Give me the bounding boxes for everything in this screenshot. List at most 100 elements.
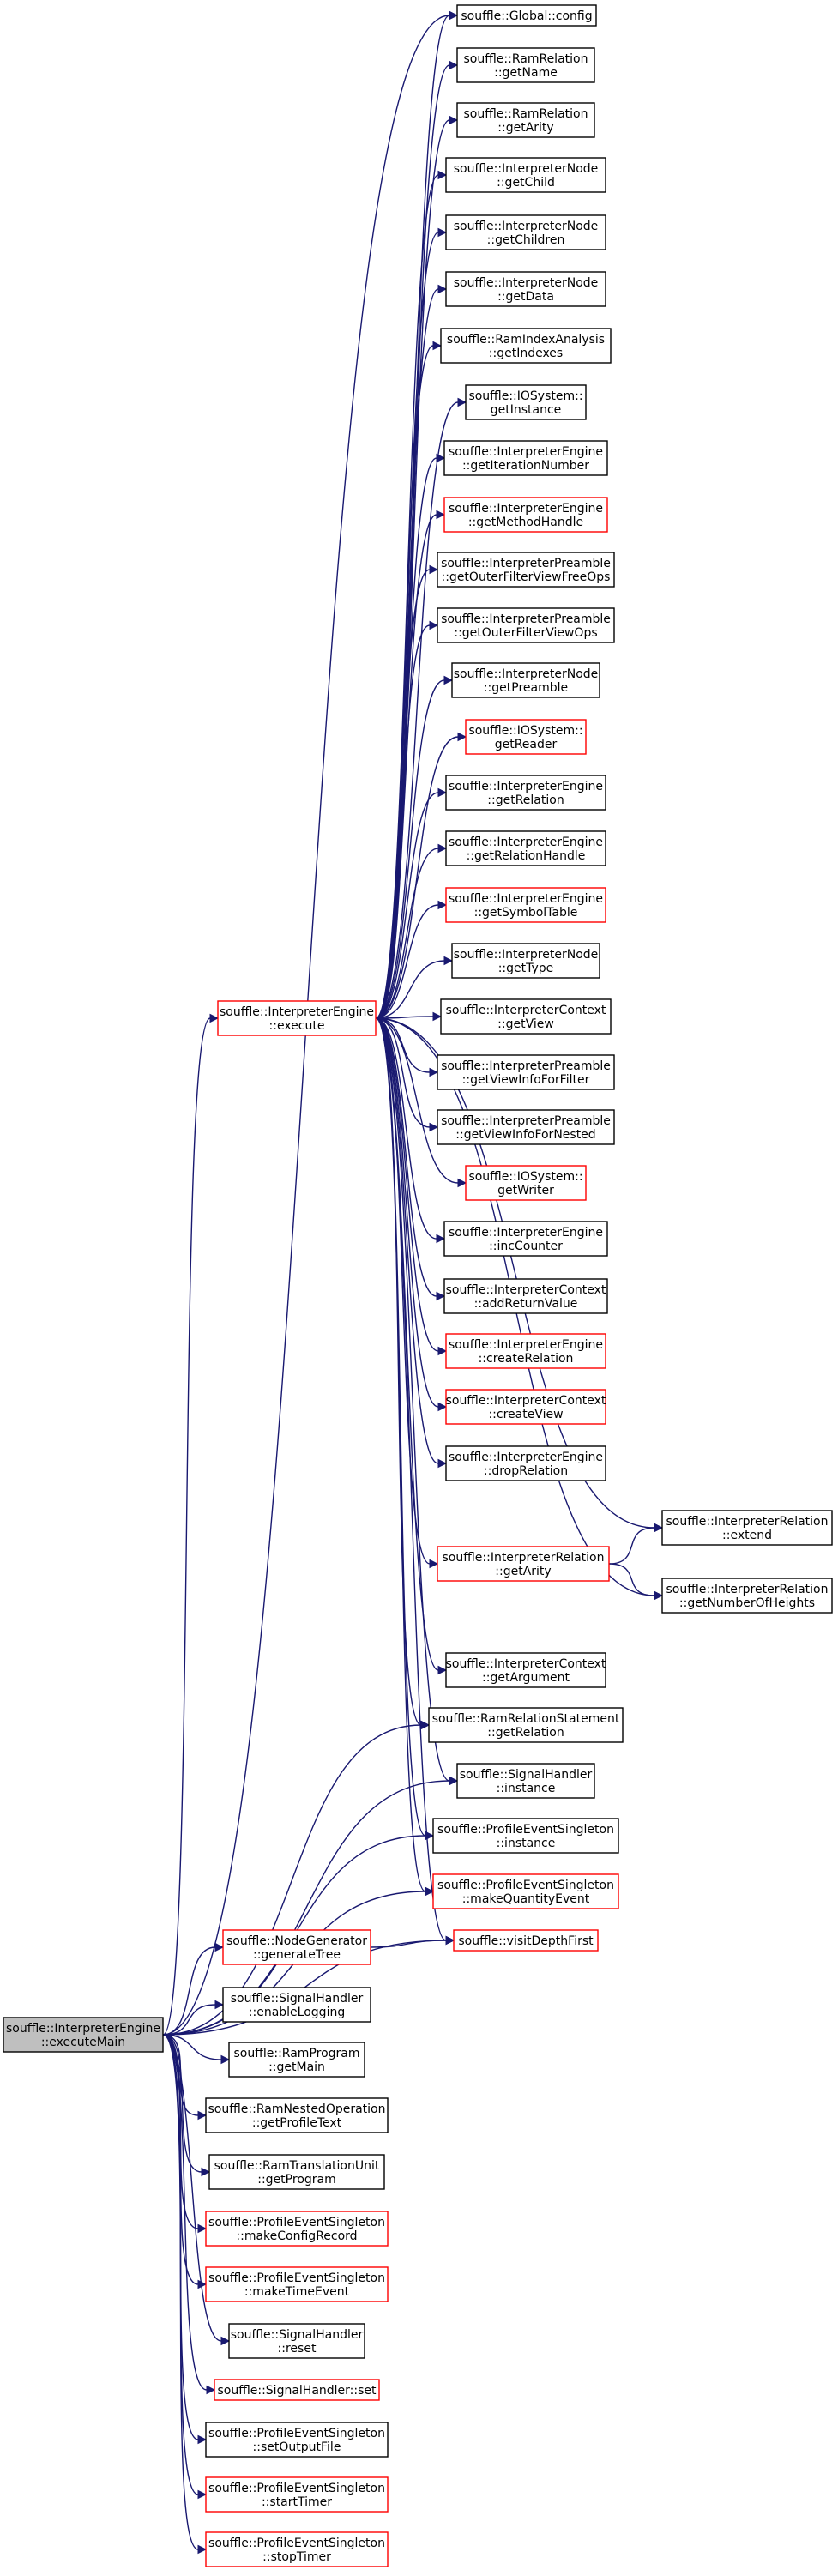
node-getRelationHandle[interactable]: souffle::InterpreterEngine::getRelationH… <box>445 830 606 866</box>
node-label: ::getRelation <box>487 1726 564 1740</box>
node-label: ::getViewInfoForNested <box>455 1128 595 1142</box>
node-getType[interactable]: souffle::InterpreterNode::getType <box>451 943 600 979</box>
node-label: souffle::InterpreterEngine <box>449 780 603 793</box>
node-getChild[interactable]: souffle::InterpreterNode::getChild <box>445 157 606 193</box>
node-box <box>440 328 612 364</box>
node-getIndexes[interactable]: souffle::RamIndexAnalysis::getIndexes <box>440 328 612 364</box>
node-incCounter[interactable]: souffle::InterpreterEngine::incCounter <box>443 1221 608 1257</box>
node-shInstance[interactable]: souffle::SignalHandler::instance <box>456 1763 595 1799</box>
node-getMethodHandle[interactable]: souffle::InterpreterEngine::getMethodHan… <box>443 497 608 533</box>
node-reset[interactable]: souffle::SignalHandler::reset <box>228 2323 365 2359</box>
node-label: souffle::ProfileEventSingleton <box>208 2427 385 2440</box>
node-execute[interactable]: souffle::InterpreterEngine::execute <box>217 1000 377 1036</box>
edge-arrowhead <box>457 732 467 742</box>
node-label: ::addReturnValue <box>474 1297 578 1311</box>
node-label: ::startTimer <box>262 2495 332 2509</box>
edge-arrowhead <box>432 1011 443 1022</box>
node-getName[interactable]: souffle::RamRelation::getName <box>456 47 595 83</box>
node-label: souffle::ProfileEventSingleton <box>208 2216 385 2229</box>
edge-generateTree-to-visitDepthFirst <box>370 1940 447 1948</box>
node-addReturnValue[interactable]: souffle::InterpreterContext::addReturnVa… <box>443 1278 608 1314</box>
node-label: souffle::NodeGenerator <box>226 1934 367 1948</box>
node-getInstance[interactable]: souffle::IOSystem::getInstance <box>465 384 587 420</box>
edge-executeMain-to-shInstance <box>162 1780 450 2036</box>
node-getNumberOfHeights[interactable]: souffle::InterpreterRelation::getNumberO… <box>661 1578 833 1614</box>
node-getPreamble[interactable]: souffle::InterpreterNode::getPreamble <box>451 662 600 698</box>
node-getArgument[interactable]: souffle::InterpreterContext::getArgument <box>445 1652 606 1688</box>
call-graph-edges <box>162 10 664 2555</box>
node-makeTimeEvent[interactable]: souffle::ProfileEventSingleton::makeTime… <box>205 2266 389 2302</box>
node-getWriter[interactable]: souffle::IOSystem::getWriter <box>465 1165 587 1201</box>
node-getArity[interactable]: souffle::RamRelation::getArity <box>456 102 595 138</box>
edge-arrowhead <box>449 1776 459 1786</box>
node-label: souffle::InterpreterNode <box>454 220 599 233</box>
node-label: souffle::IOSystem:: <box>468 1170 582 1184</box>
node-label: souffle::SignalHandler::set <box>217 2384 377 2398</box>
node-getViewInfoForFilter[interactable]: souffle::InterpreterPreamble::getViewInf… <box>437 1054 615 1090</box>
node-box <box>456 47 595 83</box>
edge-arrowhead <box>437 1665 448 1675</box>
node-getData[interactable]: souffle::InterpreterNode::getData <box>445 271 606 307</box>
node-box <box>465 384 587 420</box>
node-label: souffle::RamRelation <box>464 52 588 66</box>
node-label: souffle::visitDepthFirst <box>458 1934 594 1948</box>
node-label: ::getMethodHandle <box>468 516 583 529</box>
node-getMain[interactable]: souffle::RamProgram::getMain <box>228 2042 365 2078</box>
node-set[interactable]: souffle::SignalHandler::set <box>214 2379 380 2401</box>
node-relGetArity[interactable]: souffle::InterpreterRelation::getArity <box>437 1546 610 1582</box>
node-enableLogging[interactable]: souffle::SignalHandler::enableLogging <box>222 1987 371 2023</box>
node-dropRelation[interactable]: souffle::InterpreterEngine::dropRelation <box>445 1445 606 1481</box>
node-box <box>437 1546 610 1582</box>
node-box <box>217 1000 377 1036</box>
node-box <box>432 1873 619 1909</box>
node-label: souffle::InterpreterPreamble <box>441 1059 611 1073</box>
edge-arrowhead <box>420 1720 431 1730</box>
node-label: ::getOuterFilterViewOps <box>454 626 597 640</box>
node-box <box>445 157 606 193</box>
node-createRelation[interactable]: souffle::InterpreterEngine::createRelati… <box>445 1333 606 1369</box>
node-generateTree[interactable]: souffle::NodeGenerator::generateTree <box>222 1929 371 1965</box>
node-getOuterFilterViewFreeOps[interactable]: souffle::InterpreterPreamble::getOuterFi… <box>437 552 615 588</box>
node-getProfileText[interactable]: souffle::RamNestedOperation::getProfileT… <box>205 2097 389 2133</box>
node-executeMain[interactable]: souffle::InterpreterEngine::executeMain <box>3 2017 164 2053</box>
node-getIterationNumber[interactable]: souffle::InterpreterEngine::getIteration… <box>443 440 608 476</box>
node-makeConfigRecord[interactable]: souffle::ProfileEventSingleton::makeConf… <box>205 2211 389 2247</box>
node-getReader[interactable]: souffle::IOSystem::getReader <box>465 719 587 755</box>
node-getSymbolTable[interactable]: souffle::InterpreterEngine::getSymbolTab… <box>445 887 606 923</box>
node-getProgram[interactable]: souffle::RamTranslationUnit::getProgram <box>208 2154 385 2190</box>
edge-execute-to-getSymbolTable <box>375 904 439 1019</box>
node-createView[interactable]: souffle::InterpreterContext::createView <box>445 1389 606 1425</box>
node-box <box>205 2476 389 2513</box>
node-setOutputFile[interactable]: souffle::ProfileEventSingleton::setOutpu… <box>205 2422 389 2458</box>
node-getRelation[interactable]: souffle::InterpreterEngine::getRelation <box>445 775 606 811</box>
node-extend[interactable]: souffle::InterpreterRelation::extend <box>661 1510 833 1546</box>
node-label: souffle::IOSystem:: <box>468 389 582 403</box>
node-pesInstance[interactable]: souffle::ProfileEventSingleton::instance <box>432 1818 619 1854</box>
node-config[interactable]: souffle::Global::config <box>456 4 597 27</box>
node-visitDepthFirst[interactable]: souffle::visitDepthFirst <box>453 1929 599 1952</box>
node-label: souffle::InterpreterContext <box>446 1283 606 1297</box>
node-label: ::getName <box>494 66 558 80</box>
edge-arrowhead <box>436 1234 446 1244</box>
node-getViewInfoForNested[interactable]: souffle::InterpreterPreamble::getViewInf… <box>437 1109 615 1145</box>
node-getOuterFilterViewOps[interactable]: souffle::InterpreterPreamble::getOuterFi… <box>437 607 615 643</box>
node-stopTimer[interactable]: souffle::ProfileEventSingleton::stopTime… <box>205 2531 389 2567</box>
edge-executeMain-to-enableLogging <box>162 2004 216 2036</box>
node-startTimer[interactable]: souffle::ProfileEventSingleton::startTim… <box>205 2476 389 2513</box>
node-label: ::getRelationHandle <box>467 849 586 863</box>
node-box <box>208 2154 385 2190</box>
node-getChildren[interactable]: souffle::InterpreterNode::getChildren <box>445 214 606 250</box>
node-getView[interactable]: souffle::InterpreterContext::getView <box>440 998 612 1035</box>
node-box <box>437 1054 615 1090</box>
node-box <box>445 1333 606 1369</box>
edge-executeMain-to-stopTimer <box>162 2034 199 2550</box>
node-stmtGetRelation[interactable]: souffle::RamRelationStatement::getRelati… <box>428 1707 624 1743</box>
edge-execute-to-getName <box>375 64 450 1019</box>
node-label: ::instance <box>497 1837 556 1850</box>
edge-execute-to-getWriter <box>375 1017 459 1184</box>
node-makeQuantityEvent[interactable]: souffle::ProfileEventSingleton::makeQuan… <box>432 1873 619 1909</box>
node-box <box>205 2211 389 2247</box>
node-label: souffle::RamRelation <box>464 107 588 121</box>
node-box <box>228 2042 365 2078</box>
node-label: ::getView <box>497 1017 554 1031</box>
